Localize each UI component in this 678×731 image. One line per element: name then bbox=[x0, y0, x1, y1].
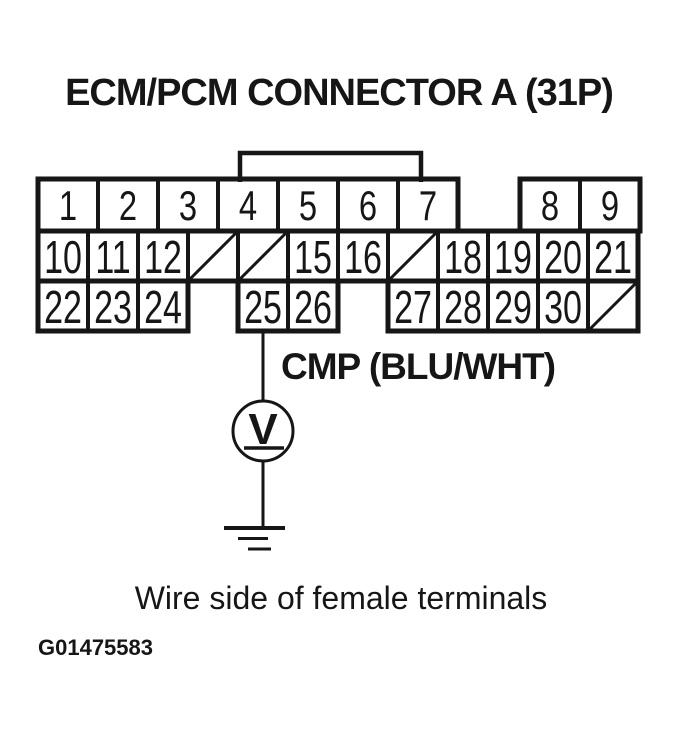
voltmeter-symbol: V bbox=[248, 405, 278, 454]
caption: Wire side of female terminals bbox=[135, 580, 548, 616]
connector-tab bbox=[237, 150, 424, 182]
pin-label-12: 12 bbox=[144, 231, 182, 283]
pin-label-3: 3 bbox=[179, 182, 197, 229]
ground-icon bbox=[224, 526, 285, 551]
no-pin-slash bbox=[388, 231, 438, 281]
pin-label-20: 20 bbox=[544, 231, 582, 283]
wire-label: CMP (BLU/WHT) bbox=[281, 346, 555, 387]
pin-label-15: 15 bbox=[294, 231, 332, 283]
pin-label-16: 16 bbox=[344, 231, 382, 283]
pin-label-5: 5 bbox=[299, 182, 317, 229]
pin-label-2: 2 bbox=[119, 182, 137, 229]
pin-label-1: 1 bbox=[59, 182, 77, 229]
pin-label-18: 18 bbox=[444, 231, 482, 283]
connector-row-1: 1 2 3 4 5 6 7 8 9 bbox=[36, 177, 642, 233]
pin-label-26: 26 bbox=[294, 281, 332, 333]
no-pin-slash bbox=[588, 281, 638, 331]
pin-label-19: 19 bbox=[494, 231, 532, 283]
pin-label-21: 21 bbox=[594, 231, 632, 283]
diagram-title: ECM/PCM CONNECTOR A (31P) bbox=[65, 72, 613, 114]
pin-label-29: 29 bbox=[494, 281, 532, 333]
pin-label-24: 24 bbox=[144, 281, 182, 333]
pin-label-30: 30 bbox=[544, 281, 582, 333]
pin-label-8: 8 bbox=[541, 182, 559, 229]
voltmeter-icon: V bbox=[231, 399, 295, 463]
pin-label-11: 11 bbox=[95, 231, 130, 283]
pin-label-25: 25 bbox=[244, 281, 282, 333]
no-pin-slash bbox=[238, 231, 288, 281]
pin-label-6: 6 bbox=[359, 182, 377, 229]
pin-label-4: 4 bbox=[239, 182, 257, 229]
connector-row-2: 10 11 12 15 16 18 19 20 21 bbox=[36, 229, 640, 283]
pin-label-23: 23 bbox=[94, 281, 132, 333]
pin-label-27: 27 bbox=[394, 281, 432, 333]
pin-label-28: 28 bbox=[444, 281, 482, 333]
pin-label-9: 9 bbox=[601, 182, 619, 229]
pin-label-10: 10 bbox=[44, 231, 82, 283]
pin-label-7: 7 bbox=[419, 182, 437, 229]
no-pin-slash bbox=[188, 231, 238, 281]
connector-outline bbox=[35, 176, 643, 334]
pin-label-22: 22 bbox=[44, 281, 82, 333]
figure-id: G01475583 bbox=[38, 635, 153, 660]
